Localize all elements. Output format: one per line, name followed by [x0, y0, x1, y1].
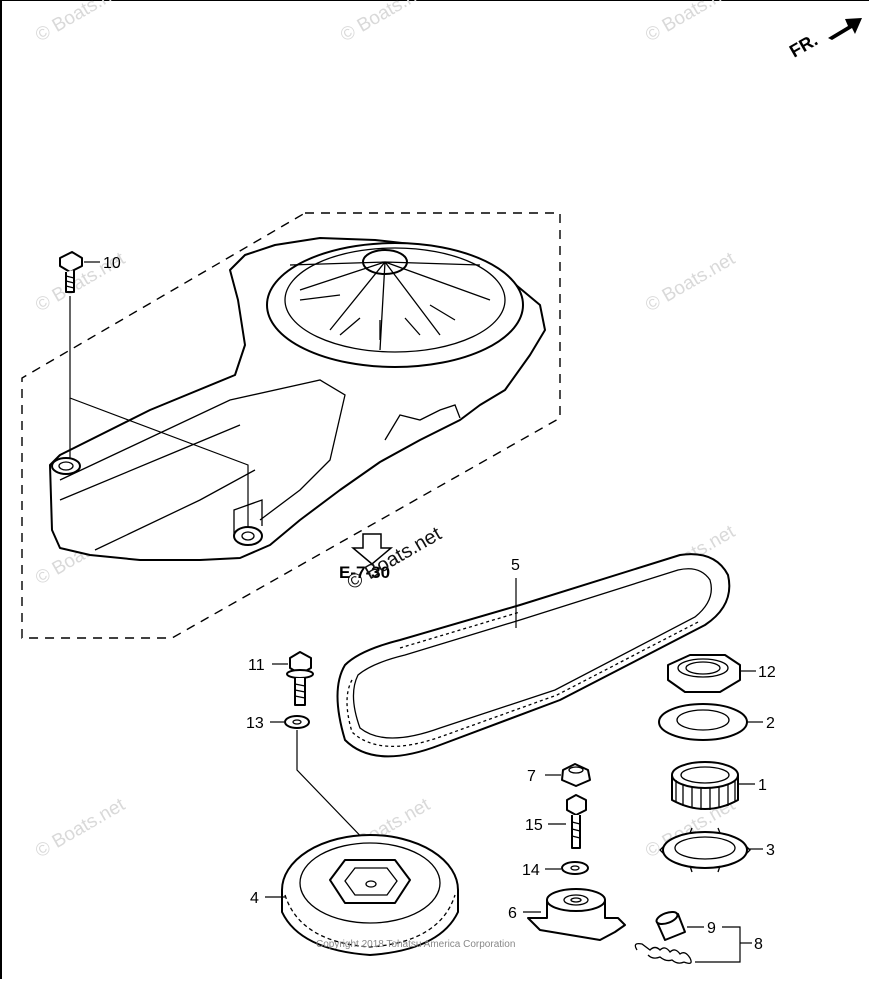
- callout-5: 5: [511, 557, 520, 574]
- nut-12: [667, 654, 741, 693]
- callout-14: 14: [522, 862, 540, 879]
- callout-9: 9: [707, 920, 716, 937]
- callout-2: 2: [766, 715, 775, 732]
- callout-11: 11: [248, 657, 265, 674]
- washer-14: [561, 861, 589, 875]
- bolt-11: [286, 651, 314, 706]
- arrow-down-icon: [350, 533, 394, 565]
- callout-6: 6: [508, 905, 517, 922]
- watermark: © Boats.net: [32, 0, 129, 46]
- callout-15: 15: [525, 817, 543, 834]
- nut-7: [561, 763, 591, 787]
- callout-8: 8: [754, 936, 763, 953]
- tensioner-6: [527, 888, 626, 941]
- leader-line: [69, 296, 249, 528]
- spring-8: [634, 942, 692, 964]
- ring-3: [659, 827, 751, 873]
- callout-12: 12: [758, 664, 776, 681]
- watermark: © Boats.net: [642, 0, 739, 46]
- copyright-text: Copyright 2018 Tohatsu America Corporati…: [316, 939, 515, 950]
- gear-1: [671, 761, 739, 810]
- arrow-right-up-icon: [828, 18, 862, 40]
- callout-3: 3: [766, 842, 775, 859]
- collar-9: [655, 910, 686, 941]
- watermark: © Boats.net: [32, 794, 129, 862]
- pulley-4: [281, 834, 459, 956]
- timing-belt-5: [336, 553, 731, 758]
- callout-1: 1: [758, 777, 767, 794]
- watermark: © Boats.net: [337, 0, 434, 46]
- bolt-15: [566, 794, 587, 849]
- watermark: © Boats.net: [642, 248, 739, 316]
- assembly-outline: [21, 212, 561, 639]
- starter-cover: [49, 237, 546, 561]
- leader-line: [695, 926, 741, 963]
- washer-13: [284, 715, 310, 729]
- callout-7: 7: [527, 768, 536, 785]
- reference-marker: E-7-30 © Boats.net: [339, 523, 446, 595]
- orientation-indicator: FR.: [786, 18, 862, 61]
- reference-label: E-7-30: [339, 563, 390, 582]
- bolt-10: [59, 251, 83, 293]
- washer-2: [658, 703, 748, 741]
- callout-13: 13: [246, 715, 264, 732]
- callout-10: 10: [103, 255, 121, 272]
- callout-4: 4: [250, 890, 259, 907]
- watermark-overlay: © Boats.net: [344, 523, 446, 595]
- orientation-label: FR.: [786, 30, 821, 62]
